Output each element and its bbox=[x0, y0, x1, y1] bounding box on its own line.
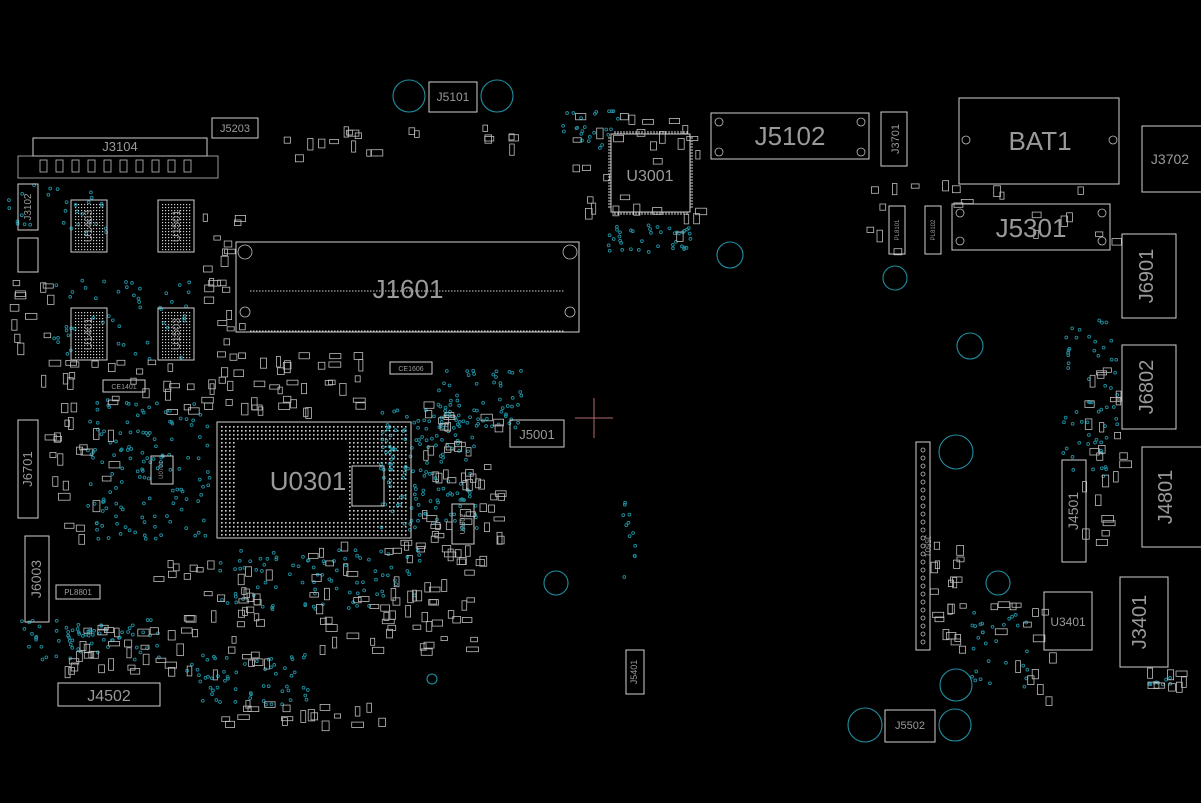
component-label: U1503 bbox=[171, 318, 183, 350]
component-j5501[interactable]: J5501 bbox=[915, 441, 932, 651]
mounting-hole bbox=[716, 241, 744, 269]
component-label: U1501 bbox=[171, 210, 183, 242]
component-label: J3102 bbox=[23, 193, 34, 221]
component-label: J5301 bbox=[996, 213, 1067, 243]
component-label: J5102 bbox=[755, 121, 826, 151]
component-label: J1601 bbox=[373, 274, 444, 304]
mounting-hole bbox=[956, 332, 984, 360]
component-label: J5101 bbox=[437, 90, 470, 104]
component-u2802[interactable]: U2802 bbox=[451, 503, 475, 545]
component-u3401[interactable]: U3401 bbox=[1043, 591, 1093, 651]
component-u0701[interactable]: U0701 bbox=[150, 455, 174, 485]
mounting-hole bbox=[882, 265, 908, 291]
mounting-hole bbox=[543, 570, 569, 596]
component-j6701[interactable]: J6701 bbox=[17, 419, 39, 519]
component-j3102[interactable]: J3102 bbox=[17, 183, 39, 273]
component-label: J5001 bbox=[519, 427, 554, 442]
component-j3401[interactable]: J3401 bbox=[1119, 576, 1169, 668]
component-label: J4502 bbox=[87, 688, 131, 705]
component-label: U3001 bbox=[626, 168, 673, 185]
component-j1601[interactable]: J1601 bbox=[235, 241, 580, 333]
component-j4501[interactable]: J4501 bbox=[1061, 459, 1087, 563]
component-label: J5502 bbox=[895, 720, 925, 732]
component-label: J3702 bbox=[1151, 151, 1189, 167]
component-u1501[interactable]: U1501 bbox=[157, 199, 195, 253]
component-j3701[interactable]: J3701 bbox=[880, 111, 908, 167]
component-label: J3401 bbox=[1129, 595, 1151, 650]
mounting-hole bbox=[480, 79, 514, 113]
component-label: CE1401 bbox=[111, 384, 136, 391]
component-j5401[interactable]: J5401 bbox=[625, 649, 645, 695]
component-j6003[interactable]: J6003 bbox=[24, 535, 50, 623]
component-ce1401[interactable]: CE1401 bbox=[102, 379, 146, 393]
component-j5102[interactable]: J5102 bbox=[710, 112, 870, 160]
component-u3001[interactable]: U3001 bbox=[608, 131, 693, 215]
mounting-hole bbox=[938, 434, 974, 470]
component-ce1606[interactable]: CE1606 bbox=[389, 361, 433, 375]
mounting-hole bbox=[392, 79, 426, 113]
component-label: U0701 bbox=[159, 461, 165, 479]
component-pl8101[interactable]: PL8101 bbox=[888, 205, 906, 255]
mounting-holes bbox=[392, 79, 1011, 743]
component-label: U1403 bbox=[83, 210, 95, 242]
component-u1401[interactable]: U1401 bbox=[70, 307, 108, 361]
component-label: U3401 bbox=[1050, 615, 1086, 629]
component-j5301[interactable]: J5301 bbox=[951, 203, 1111, 251]
component-j3702[interactable]: J3702 bbox=[1141, 125, 1201, 193]
small-component-field bbox=[9, 113, 1188, 732]
component-j3104[interactable]: J3104 bbox=[17, 137, 219, 179]
component-label: PL8101 bbox=[895, 219, 901, 240]
mounting-hole bbox=[426, 673, 438, 685]
component-label: J6901 bbox=[1136, 249, 1158, 304]
component-label: PL8102 bbox=[931, 219, 937, 240]
component-label: J4501 bbox=[1065, 492, 1081, 530]
component-label: J5501 bbox=[923, 535, 932, 557]
component-j5203[interactable]: J5203 bbox=[211, 117, 259, 139]
component-j6802[interactable]: J6802 bbox=[1121, 344, 1177, 430]
component-label: J6701 bbox=[20, 451, 35, 486]
via-field bbox=[7, 109, 1173, 707]
component-label: U0301 bbox=[270, 466, 347, 496]
component-u1403[interactable]: U1403 bbox=[70, 199, 108, 253]
component-label: J4801 bbox=[1155, 470, 1177, 525]
component-j5001[interactable]: J5001 bbox=[509, 419, 565, 448]
component-u1503[interactable]: U1503 bbox=[157, 307, 195, 361]
component-label: J5401 bbox=[629, 660, 639, 685]
mounting-hole bbox=[938, 708, 972, 742]
component-j5502[interactable]: J5502 bbox=[884, 709, 936, 743]
component-pl8801[interactable]: PL8801 bbox=[55, 584, 101, 600]
mounting-hole bbox=[985, 570, 1011, 596]
component-u0301[interactable]: U0301 bbox=[216, 421, 412, 539]
component-label: BAT1 bbox=[1008, 126, 1071, 156]
component-j5101[interactable]: J5101 bbox=[428, 81, 478, 113]
component-label: J6003 bbox=[28, 560, 44, 598]
component-label: J3104 bbox=[102, 139, 137, 154]
component-label: J3701 bbox=[890, 124, 902, 154]
mounting-hole bbox=[939, 668, 973, 702]
component-j4801[interactable]: J4801 bbox=[1141, 446, 1201, 548]
component-label: U1401 bbox=[83, 318, 95, 350]
cursor-crosshair-icon bbox=[575, 398, 613, 438]
component-bat1[interactable]: BAT1 bbox=[958, 97, 1120, 185]
component-label: J5203 bbox=[220, 123, 250, 135]
component-label: U2802 bbox=[460, 514, 467, 535]
component-j4502[interactable]: J4502 bbox=[57, 682, 161, 707]
component-label: J6802 bbox=[1136, 360, 1158, 415]
component-label: PL8801 bbox=[64, 588, 92, 597]
component-pl8102[interactable]: PL8102 bbox=[924, 205, 942, 255]
mounting-hole bbox=[847, 707, 883, 743]
component-label: CE1606 bbox=[398, 366, 423, 373]
component-j6901[interactable]: J6901 bbox=[1121, 233, 1177, 319]
